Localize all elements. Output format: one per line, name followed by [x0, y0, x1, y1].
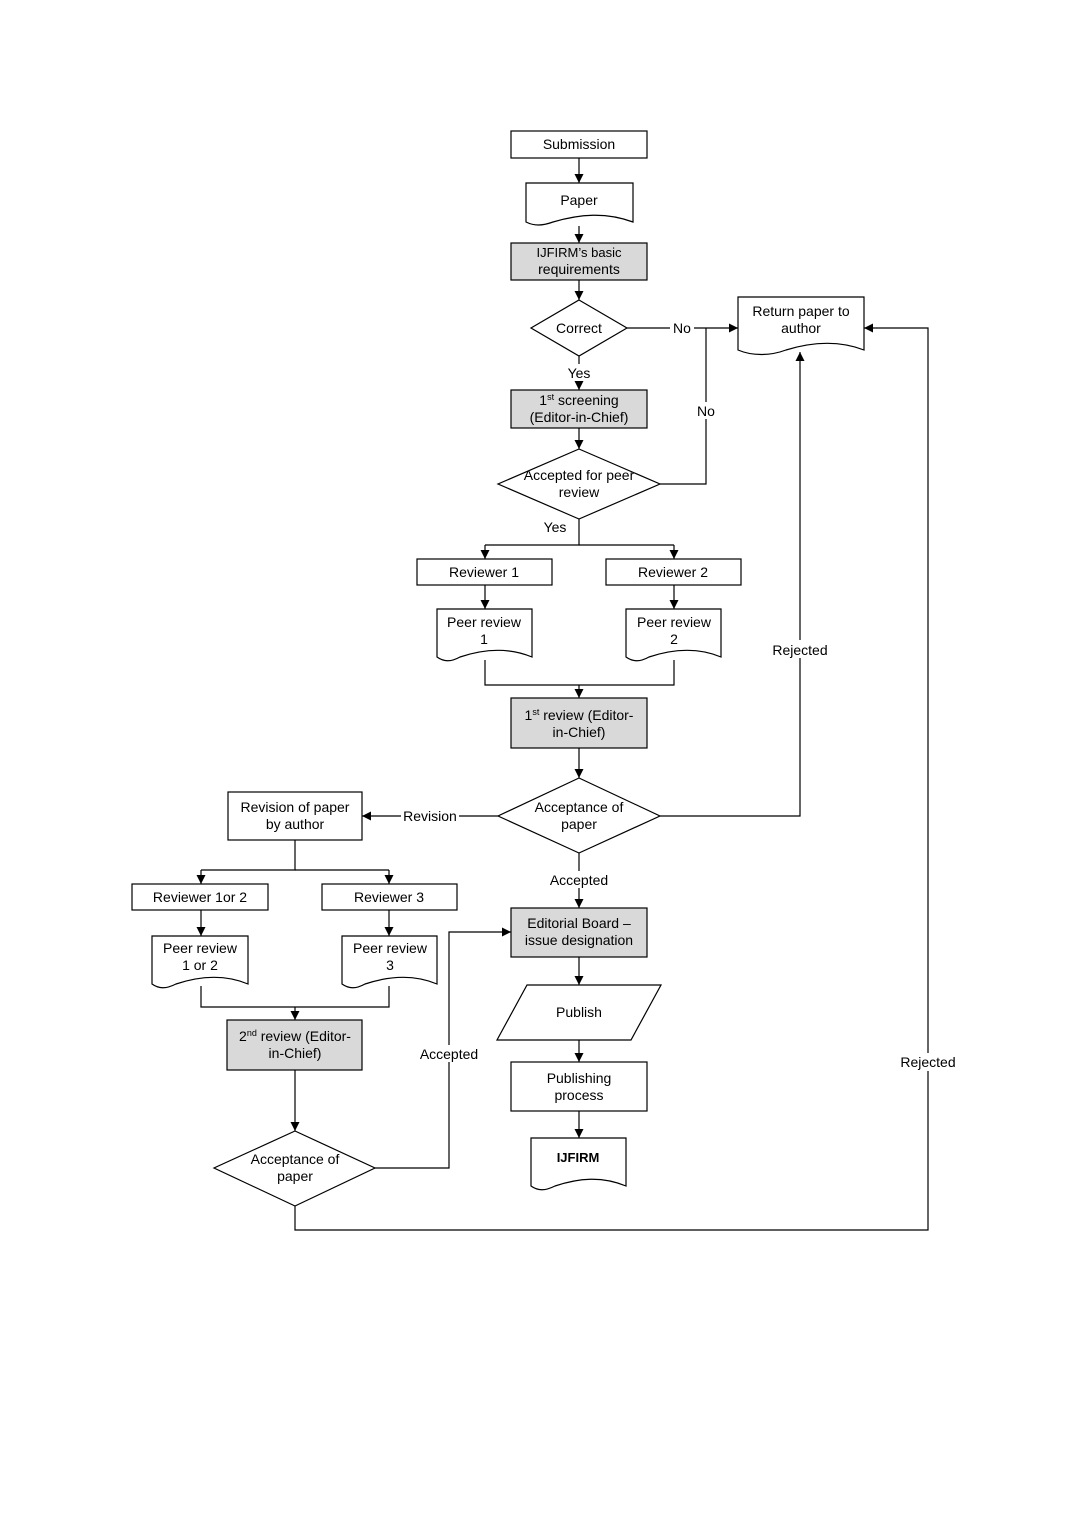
publish-label: Publish — [556, 1004, 602, 1020]
label-rejected-first: Rejected — [772, 642, 827, 658]
accepted-peer-line1: Accepted for peer — [524, 467, 635, 483]
node-reviewer-3: Reviewer 3 — [321, 883, 458, 911]
node-publishing-process: Publishing process — [510, 1061, 648, 1112]
edge-acceptedpeer-no — [660, 328, 707, 485]
accepted-peer-line2: review — [559, 484, 600, 500]
screening-line1: 1st screening — [539, 392, 618, 408]
edge-peer12-join — [200, 986, 390, 1008]
acceptance2-line1: Acceptance of — [251, 1151, 340, 1167]
publishing-line1: Publishing — [547, 1070, 612, 1086]
node-return-paper: Return paper to author — [737, 296, 865, 356]
node-peer-review-3: Peer review 3 — [341, 935, 438, 989]
node-peer-review-1-or-2: Peer review 1 or 2 — [151, 935, 249, 989]
basic-req-line1: IJFIRM’s basic — [537, 245, 622, 260]
label-accepted-second: Accepted — [420, 1046, 478, 1062]
edge-peer1-join — [484, 660, 675, 686]
peer3-line1: Peer review — [353, 940, 428, 956]
node-submission: Submission — [510, 130, 648, 159]
label-accepted-first: Accepted — [550, 872, 608, 888]
basic-req-line2: requirements — [538, 261, 620, 277]
edge-acceptance1-rejected — [660, 352, 805, 817]
paper-label: Paper — [560, 192, 598, 208]
node-first-screening: 1st screening (Editor-in-Chief) — [510, 389, 648, 429]
node-acceptance-of-paper-1: Acceptance of paper — [496, 777, 662, 854]
edge-labels: No No Yes Yes Rejected Revision Accepted… — [401, 319, 960, 1071]
acceptance1-line1: Acceptance of — [535, 799, 624, 815]
node-reviewer-2: Reviewer 2 — [605, 558, 742, 586]
node-publish: Publish — [495, 984, 663, 1041]
label-no-peer: No — [697, 403, 715, 419]
peer1-line1: Peer review — [447, 614, 522, 630]
label-yes-peer: Yes — [544, 519, 567, 535]
review2-line1: 2nd review (Editor- — [239, 1028, 351, 1044]
node-accepted-for-peer-review: Accepted for peer review — [496, 448, 662, 520]
node-acceptance-of-paper-2: Acceptance of paper — [212, 1130, 377, 1207]
node-correct-decision: Correct — [529, 299, 629, 357]
node-paper: Paper — [525, 182, 634, 226]
submission-label: Submission — [543, 136, 615, 152]
editorial-line1: Editorial Board – — [527, 915, 631, 931]
node-peer-review-1: Peer review 1 — [436, 608, 533, 662]
peer2-line2: 2 — [670, 631, 678, 647]
node-revision-by-author: Revision of paper by author — [227, 791, 363, 841]
peer12-line2: 1 or 2 — [182, 957, 218, 973]
label-no-correct: No — [673, 320, 691, 336]
label-revision: Revision — [403, 808, 457, 824]
edge-revision-split — [201, 840, 296, 871]
editorial-line2: issue designation — [525, 932, 633, 948]
node-peer-review-2: Peer review 2 — [625, 608, 722, 662]
node-editorial-board: Editorial Board – issue designation — [510, 907, 648, 958]
edge-acceptance2-rejected — [294, 323, 929, 1231]
node-basic-requirements: IJFIRM’s basic requirements — [510, 242, 648, 281]
peer12-line1: Peer review — [163, 940, 238, 956]
return-line1: Return paper to — [752, 303, 849, 319]
publishing-line2: process — [554, 1087, 603, 1103]
screening-line2: (Editor-in-Chief) — [530, 409, 629, 425]
peer1-line2: 1 — [480, 631, 488, 647]
reviewer1-label: Reviewer 1 — [449, 564, 519, 580]
node-first-review: 1st review (Editor- in-Chief) — [510, 697, 648, 749]
peer2-line1: Peer review — [637, 614, 712, 630]
label-yes-correct: Yes — [568, 365, 591, 381]
review1-line1: 1st review (Editor- — [525, 707, 634, 723]
peer3-line2: 3 — [386, 957, 394, 973]
node-reviewer-1: Reviewer 1 — [416, 558, 553, 586]
review2-line2: in-Chief) — [269, 1045, 322, 1061]
node-ijfirm: IJFIRM — [530, 1137, 627, 1191]
acceptance1-line2: paper — [561, 816, 597, 832]
label-rejected-second: Rejected — [900, 1054, 955, 1070]
revision-line1: Revision of paper — [241, 799, 350, 815]
node-reviewer-1-or-2: Reviewer 1or 2 — [131, 883, 269, 911]
node-second-review: 2nd review (Editor- in-Chief) — [226, 1019, 363, 1071]
correct-label: Correct — [556, 320, 602, 336]
ijfirm-label: IJFIRM — [557, 1150, 600, 1165]
acceptance2-line2: paper — [277, 1168, 313, 1184]
review1-line2: in-Chief) — [553, 724, 606, 740]
reviewer3-label: Reviewer 3 — [354, 889, 424, 905]
return-line2: author — [781, 320, 821, 336]
revision-line2: by author — [266, 816, 325, 832]
reviewer2-label: Reviewer 2 — [638, 564, 708, 580]
reviewer12-label: Reviewer 1or 2 — [153, 889, 247, 905]
